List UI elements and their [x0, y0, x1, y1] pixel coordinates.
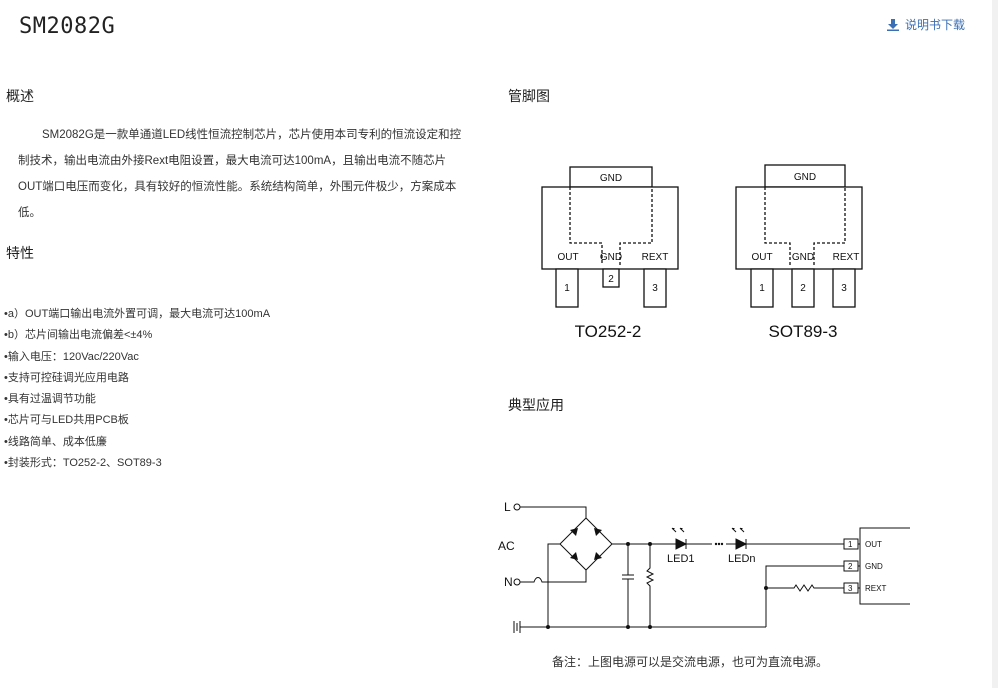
right-column: 管脚图 GND OUT GND REXT 1 2 3 TO252-2 GND — [498, 80, 968, 680]
chip-pin-number-2: 2 — [848, 562, 853, 571]
sot89-pin-label-out: OUT — [751, 252, 772, 263]
feature-item: •b）芯片间输出电流偏差<±4% — [4, 329, 153, 342]
to252-pin-number-2: 2 — [608, 274, 614, 285]
chip-pin-number-1: 1 — [848, 540, 853, 549]
sot89-pin-number-2: 2 — [800, 283, 806, 294]
features-heading: 特性 — [6, 245, 34, 261]
application-circuit: L AC N LED1 LEDn 1 2 3 OUT GND REXT — [498, 500, 910, 633]
manual-download-link[interactable]: 说明书下载 — [886, 16, 965, 33]
feature-item: •芯片可与LED共用PCB板 — [4, 414, 129, 427]
page-scrollbar[interactable] — [992, 0, 998, 688]
chip-pin-number-3: 3 — [848, 584, 853, 593]
sot89-pin-label-rext: REXT — [833, 252, 860, 263]
feature-item: •封装形式：TO252-2、SOT89-3 — [4, 457, 162, 470]
to252-pin-label-rext: REXT — [642, 252, 669, 263]
to252-package-name: TO252-2 — [575, 322, 642, 341]
feature-item: •输入电压：120Vac/220Vac — [4, 350, 139, 363]
sot89-pin-number-3: 3 — [841, 283, 847, 294]
to252-pin-label-gnd: GND — [600, 252, 622, 263]
sot89-package — [735, 164, 863, 308]
circuit-note: 备注：上图电源可以是交流电源，也可为直流电源。 — [552, 655, 829, 669]
download-label: 说明书下载 — [904, 18, 965, 32]
feature-item: •线路简单、成本低廉 — [4, 435, 107, 448]
to252-package — [541, 166, 679, 308]
circuit-label-ledn: LEDn — [728, 553, 756, 565]
page-header: SM2082G 说明书下载 — [0, 0, 998, 60]
features-list: •a）OUT端口输出电流外置可调，最大电流可达100mA •b）芯片间输出电流偏… — [4, 304, 270, 474]
circuit-label-l: L — [504, 500, 511, 514]
chip-pin-label-gnd: GND — [865, 562, 883, 571]
sot89-package-name: SOT89-3 — [769, 322, 838, 341]
feature-item: •具有过温调节功能 — [4, 393, 96, 406]
circuit-label-n: N — [504, 575, 513, 589]
pinout-heading: 管脚图 — [508, 88, 550, 104]
circuit-label-led1: LED1 — [667, 553, 695, 565]
overview-heading: 概述 — [6, 88, 34, 104]
to252-top-label: GND — [600, 173, 622, 184]
sot89-pin-number-1: 1 — [759, 283, 765, 294]
feature-item: •a）OUT端口输出电流外置可调，最大电流可达100mA — [4, 308, 271, 320]
to252-pin-label-out: OUT — [557, 252, 578, 263]
circuit-label-ac: AC — [498, 539, 515, 553]
application-heading: 典型应用 — [508, 397, 564, 413]
overview-text: SM2082G是一款单通道LED线性恒流控制芯片，芯片使用本司专利的恒流设定和控… — [18, 129, 462, 219]
download-icon — [886, 18, 899, 31]
sot89-top-label: GND — [794, 172, 816, 183]
feature-item: •支持可控硅调光应用电路 — [4, 371, 129, 384]
chip-pin-label-rext: REXT — [865, 584, 886, 593]
chip-pin-label-out: OUT — [865, 540, 882, 549]
to252-pin-number-1: 1 — [564, 283, 570, 294]
to252-pin-number-3: 3 — [652, 283, 658, 294]
pinout-diagram: GND OUT GND REXT 1 2 3 TO252-2 GND OUT G… — [541, 164, 863, 341]
product-title: SM2082G — [19, 14, 116, 39]
sot89-pin-label-gnd: GND — [792, 252, 814, 263]
